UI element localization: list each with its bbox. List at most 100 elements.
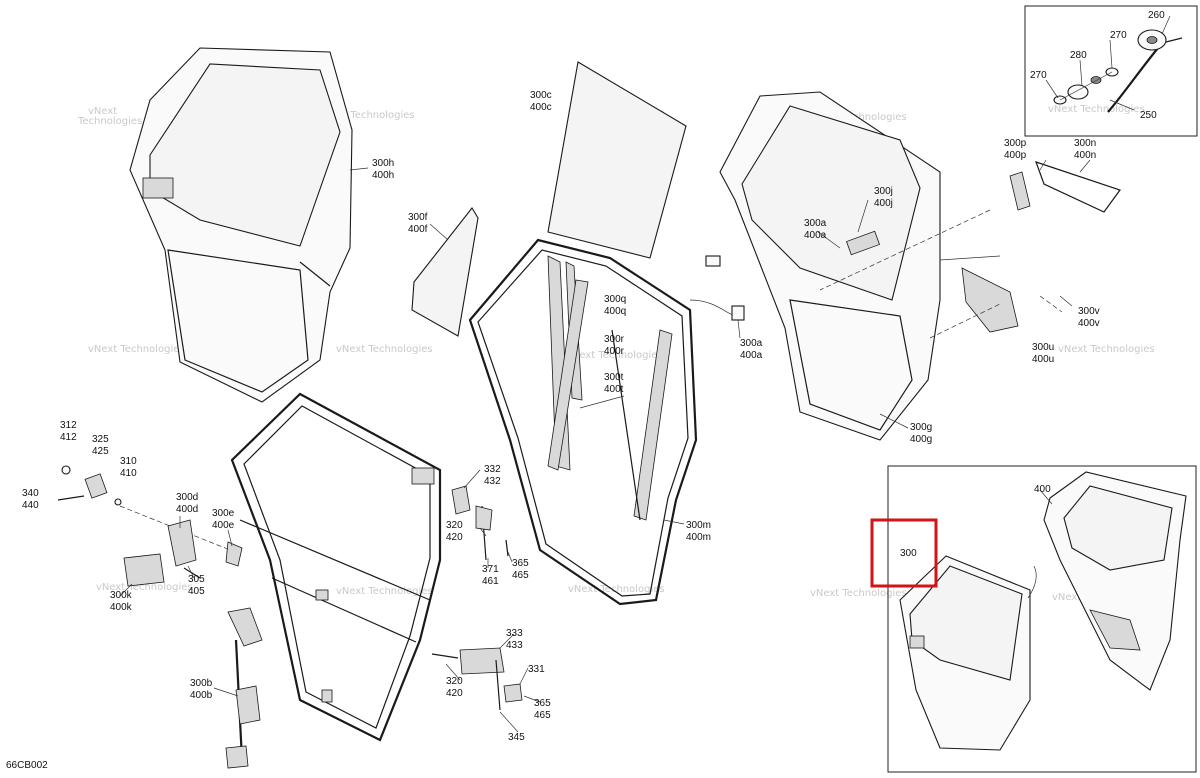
window-regulator [225, 607, 263, 769]
leader-line [1045, 79, 1059, 99]
inner-handle [123, 553, 165, 587]
watermark-text: vNext Technologies [88, 344, 185, 355]
callout-280: 280 [1070, 50, 1087, 61]
watermark-text: vNext Technologies [1058, 344, 1155, 355]
leader-line [519, 667, 529, 685]
callout-400b: 400b [190, 690, 213, 701]
seal-outer [468, 238, 698, 606]
callout-320: 320 [446, 520, 463, 531]
outer-shell-handle-pocket [142, 177, 174, 199]
screw [431, 653, 459, 659]
leader-line [349, 167, 369, 171]
highlight-box [870, 518, 938, 588]
callout-300v: 300v [1078, 306, 1100, 317]
callout-300r: 300r [604, 334, 625, 345]
callout-425: 425 [92, 446, 109, 457]
callout-312: 312 [60, 420, 77, 431]
callout-300d: 300d [176, 492, 198, 503]
leader-line [579, 395, 625, 409]
callout-400u: 400u [1032, 354, 1054, 365]
channel-rail [611, 329, 641, 521]
inset-frame [1024, 5, 1198, 137]
callout-300k: 300k [110, 590, 133, 601]
inner-panel-switch [845, 230, 881, 256]
callout-332: 332 [484, 464, 501, 475]
callout-300: 300 [900, 548, 917, 559]
callout-400e: 400e [212, 520, 235, 531]
overview-frame [887, 465, 1197, 773]
callout-300t: 300t [604, 372, 624, 383]
callout-400p: 400p [1004, 150, 1027, 161]
channel-diag [547, 279, 589, 471]
leader-line [1039, 159, 1047, 171]
leader-line [1039, 295, 1063, 313]
rod-lower [495, 659, 501, 711]
striker [475, 505, 493, 531]
frame-crossbar-lower [271, 577, 417, 643]
callout-250: 250 [1140, 110, 1157, 121]
leader-line [663, 519, 685, 525]
glass-triangle-panel [411, 207, 479, 337]
nut [61, 465, 71, 475]
regulator-top [227, 607, 263, 647]
callout-260: 260 [1148, 10, 1165, 21]
callout-300a: 300a [804, 218, 827, 229]
callout-270: 270 [1110, 30, 1127, 41]
callout-310: 310 [120, 456, 137, 467]
callout-labels: 260 270 280 270 250 300h 400h 300c 400c … [22, 10, 1165, 743]
callout-400g: 400g [910, 434, 932, 445]
inner-panel-window [741, 105, 921, 301]
callout-400k: 400k [110, 602, 133, 613]
leader-line [929, 303, 1001, 339]
bolt [57, 495, 85, 501]
door-inner-panel [719, 91, 1121, 441]
latch-rod [225, 541, 243, 567]
callout-420: 420 [446, 688, 463, 699]
leader-line [939, 255, 1001, 261]
frame-crossbar [239, 519, 431, 601]
callout-300a: 300a [740, 338, 763, 349]
callout-305: 305 [188, 574, 205, 585]
watermark-text: Technologies [77, 116, 142, 127]
latch-brackets [431, 485, 523, 711]
callout-300b: 300b [190, 678, 213, 689]
watermark-text: vNext Technologies [336, 586, 433, 597]
watermark-text: vNext Technologies [336, 344, 433, 355]
callout-345: 345 [508, 732, 525, 743]
hinge-hardware [57, 465, 243, 587]
channel-right [633, 329, 673, 521]
callout-300j: 300j [874, 186, 893, 197]
overview-inner-window [1063, 485, 1173, 571]
diagram-code: 66CB002 [6, 760, 48, 771]
spring-bracket [1009, 171, 1031, 211]
leader-line [1079, 159, 1091, 173]
clip-lower [503, 683, 523, 703]
callout-400q: 400q [604, 306, 626, 317]
callout-300u: 300u [1032, 342, 1054, 353]
callout-465: 465 [512, 570, 529, 581]
regulator-motor [235, 685, 261, 725]
callout-325: 325 [92, 434, 109, 445]
callout-400: 400 [1034, 484, 1051, 495]
callout-300c: 300c [530, 90, 552, 101]
hinge-bracket [84, 473, 108, 499]
leader-line [879, 413, 909, 429]
regulator-bottom [225, 745, 249, 769]
leader-line [1059, 71, 1113, 101]
leader-line [445, 663, 461, 681]
leader-line [499, 633, 515, 649]
callout-400h: 400h [372, 170, 394, 181]
leader-line [213, 687, 239, 697]
leader-line [817, 231, 841, 249]
connector [731, 305, 745, 321]
leader-line [1161, 15, 1171, 35]
callout-405: 405 [188, 586, 205, 597]
watermark-text: vNext Technologies [568, 584, 665, 595]
handle-knob-center [1146, 36, 1158, 44]
callout-365: 365 [534, 698, 551, 709]
frame-latch-block [411, 467, 435, 485]
leader-line [1059, 295, 1073, 307]
leader-line [1109, 39, 1113, 69]
leader-line [479, 527, 487, 537]
